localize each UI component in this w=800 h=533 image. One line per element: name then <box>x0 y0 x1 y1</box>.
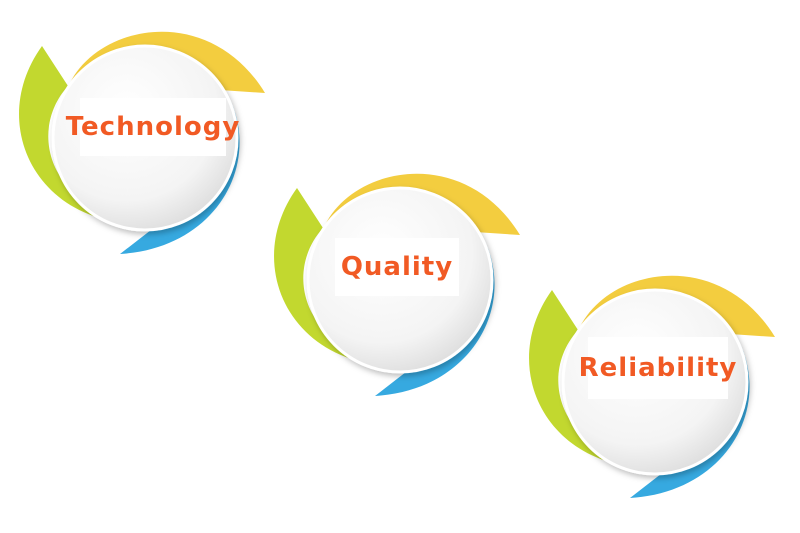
label-technology: Technology <box>66 98 239 156</box>
badge-quality: Quality <box>265 150 525 410</box>
blue-arc <box>375 232 495 396</box>
label-text: Quality <box>340 252 454 282</box>
green-arc <box>19 46 125 223</box>
label-text: Technology <box>65 112 241 142</box>
label-quality: Quality <box>335 238 459 296</box>
label-text: Reliability <box>578 353 738 383</box>
badge-reliability: Reliability <box>520 252 780 512</box>
green-arc <box>274 188 380 365</box>
green-arc <box>529 290 635 467</box>
blue-arc <box>120 90 240 254</box>
blue-arc <box>630 334 750 498</box>
badge-technology: Technology <box>10 8 270 268</box>
label-reliability: Reliability <box>579 337 736 399</box>
